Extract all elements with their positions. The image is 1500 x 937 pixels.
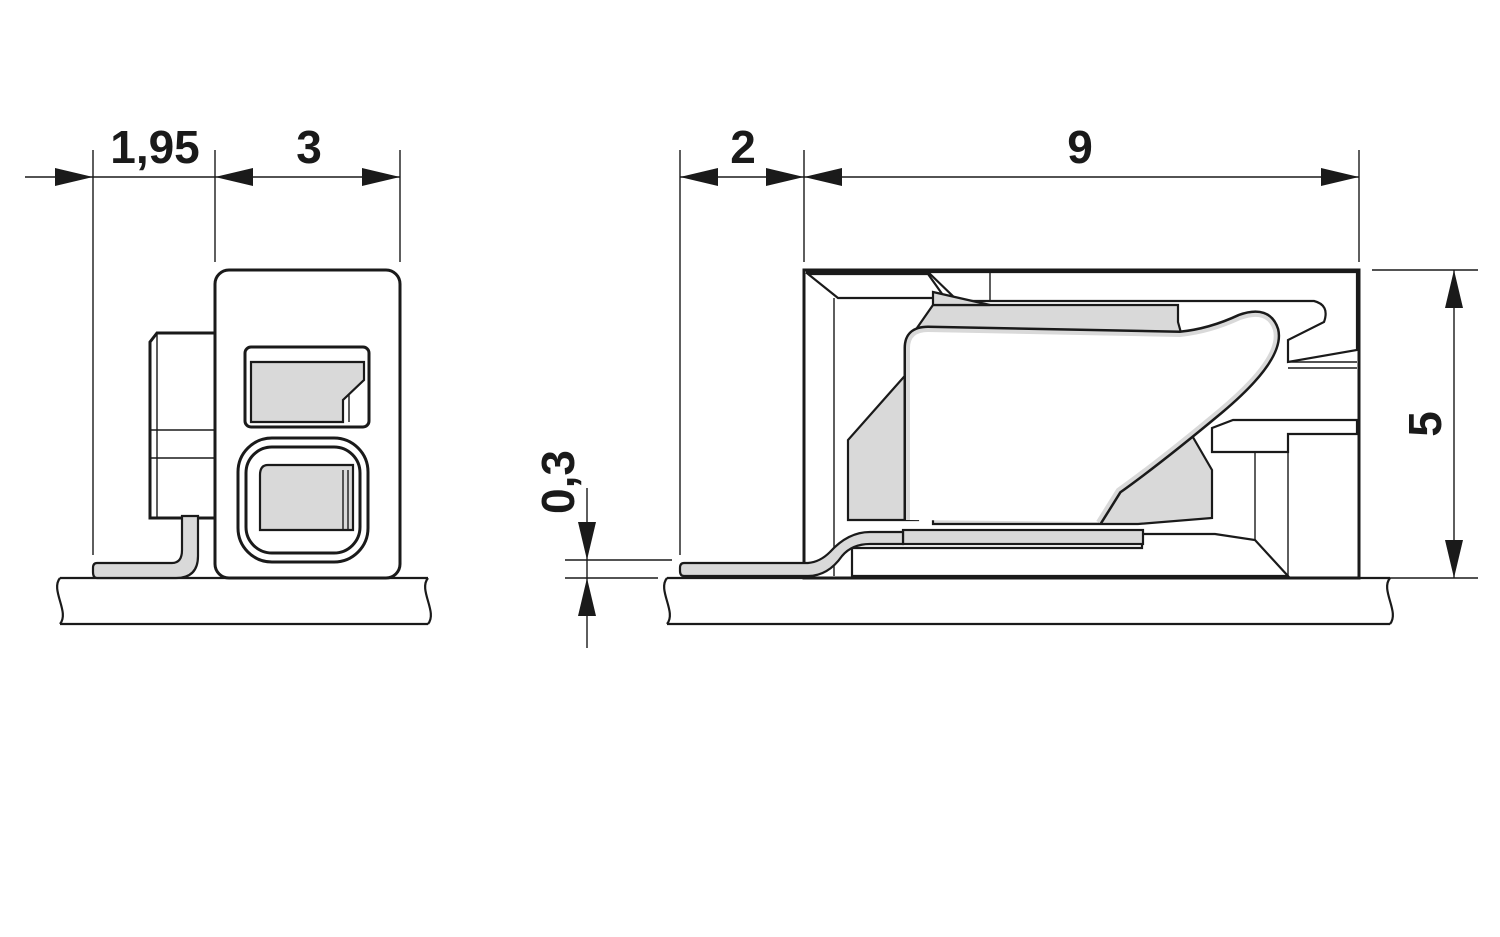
section-bottom-wall — [850, 532, 1291, 578]
dim-front-offset: 2 — [730, 121, 756, 173]
dim-height: 5 — [1399, 411, 1451, 437]
section-view: 2 9 5 0,3 — [532, 121, 1478, 648]
section-solder-pin — [678, 530, 905, 578]
dim-standoff: 0,3 — [532, 450, 584, 514]
dim-side-width: 3 — [296, 121, 322, 173]
side-solder-pin — [91, 514, 200, 580]
dim-front-length: 9 — [1067, 121, 1093, 173]
section-dimensions — [565, 150, 1478, 648]
side-dimensions — [25, 150, 401, 555]
section-bus-bar — [901, 528, 1145, 546]
dim-side-offset: 1,95 — [110, 121, 200, 173]
section-top-wall — [806, 270, 1359, 364]
section-pcb-board — [663, 576, 1394, 626]
side-rear-flange — [148, 331, 217, 520]
side-pcb-board — [56, 576, 432, 626]
side-view: 1,95 3 — [25, 121, 432, 626]
